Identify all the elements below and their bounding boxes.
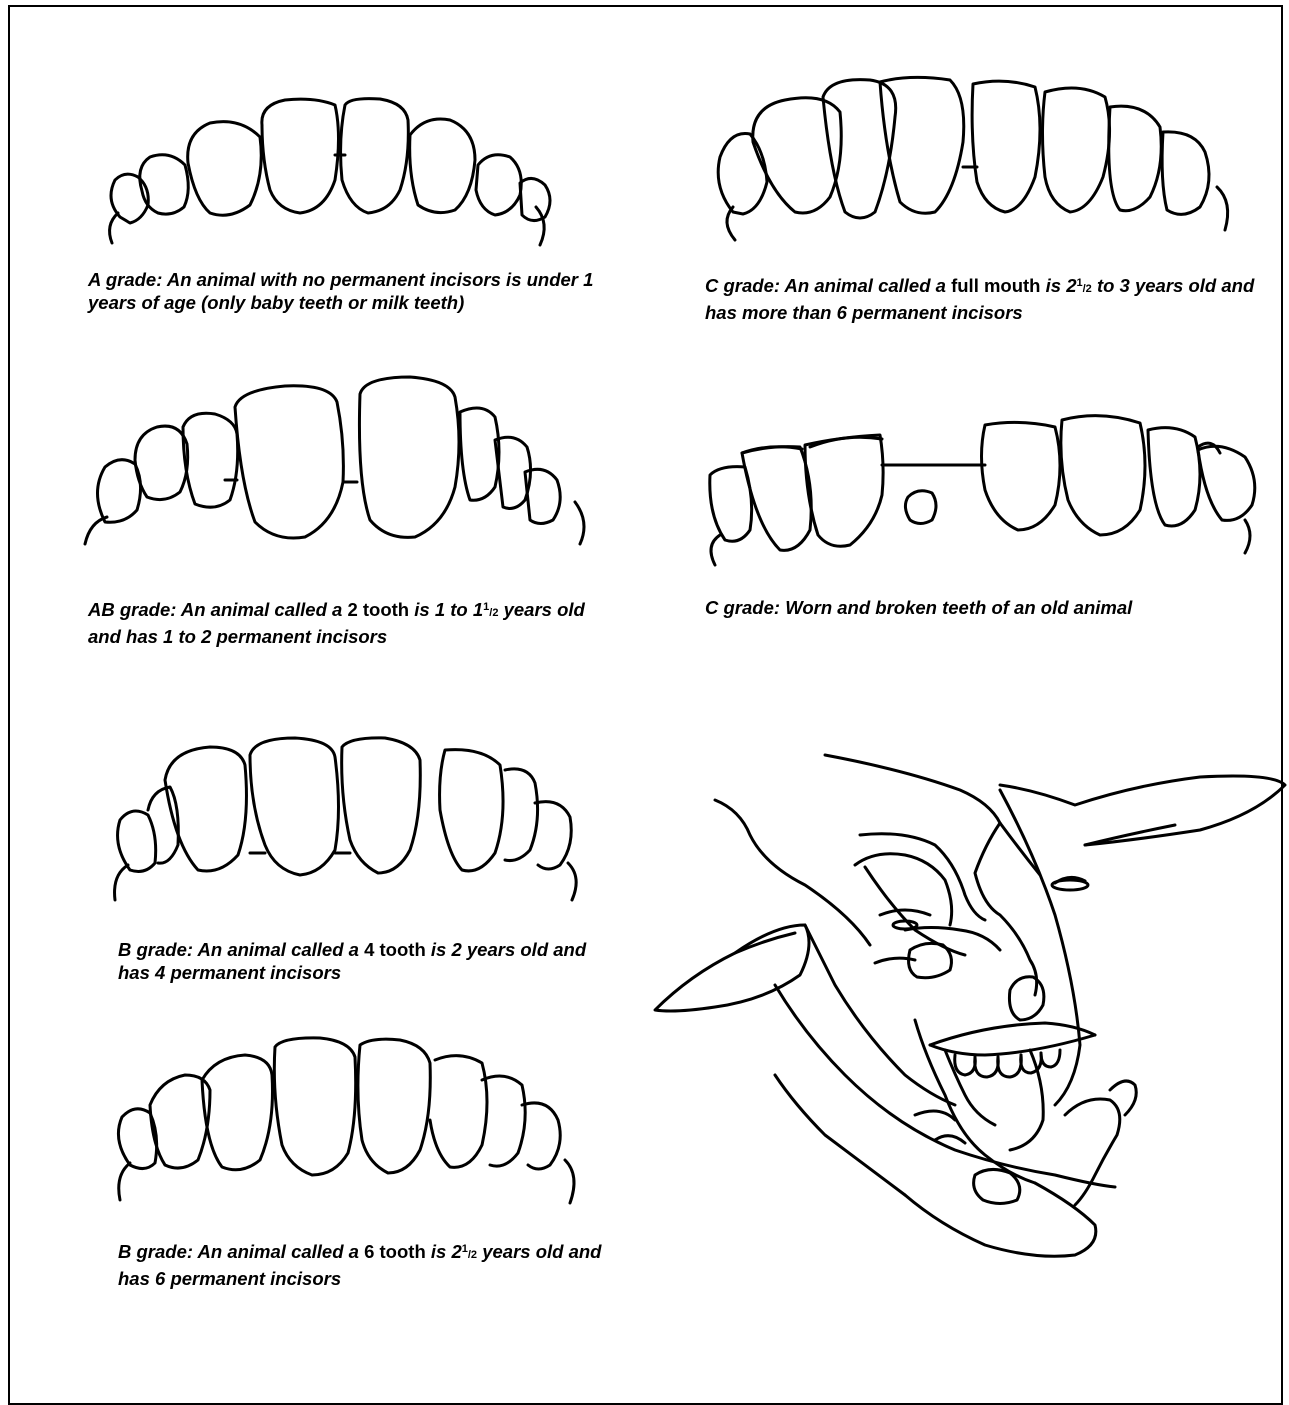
grade-label: A grade: [88, 269, 162, 290]
term-6-tooth: 6 tooth [364, 1241, 426, 1262]
grade-label: B grade: [118, 939, 193, 960]
caption-text: An animal with no permanent incisors is … [88, 269, 593, 313]
teeth-illustration-a-grade [100, 95, 560, 255]
teeth-illustration-ab-grade [75, 372, 595, 562]
sheep-mouth-examination-illustration [655, 755, 1275, 1275]
teeth-illustration-c-grade-full-mouth [705, 72, 1235, 252]
grade-label: B grade: [118, 1241, 193, 1262]
term-2-tooth: 2 tooth [347, 599, 409, 620]
teeth-illustration-b-grade-6-tooth [110, 1035, 590, 1210]
grade-label: C grade: [705, 275, 780, 296]
teeth-illustration-c-grade-worn [700, 405, 1270, 575]
caption-b-grade-6-tooth: B grade: An animal called a 6 tooth is 2… [118, 1238, 608, 1290]
grade-label: AB grade: [88, 599, 176, 620]
caption-c-grade-worn: C grade: Worn and broken teeth of an old… [705, 596, 1265, 619]
caption-a-grade: A grade: An animal with no permanent inc… [88, 268, 628, 314]
caption-text: Worn and broken teeth of an old animal [785, 597, 1132, 618]
caption-c-grade-full-mouth: C grade: An animal called a full mouth i… [705, 272, 1265, 324]
term-4-tooth: 4 tooth [364, 939, 426, 960]
grade-label: C grade: [705, 597, 780, 618]
caption-ab-grade: AB grade: An animal called a 2 tooth is … [88, 596, 608, 648]
term-full-mouth: full mouth [951, 275, 1040, 296]
caption-b-grade-4-tooth: B grade: An animal called a 4 tooth is 2… [118, 938, 608, 984]
teeth-illustration-b-grade-4-tooth [110, 735, 590, 910]
